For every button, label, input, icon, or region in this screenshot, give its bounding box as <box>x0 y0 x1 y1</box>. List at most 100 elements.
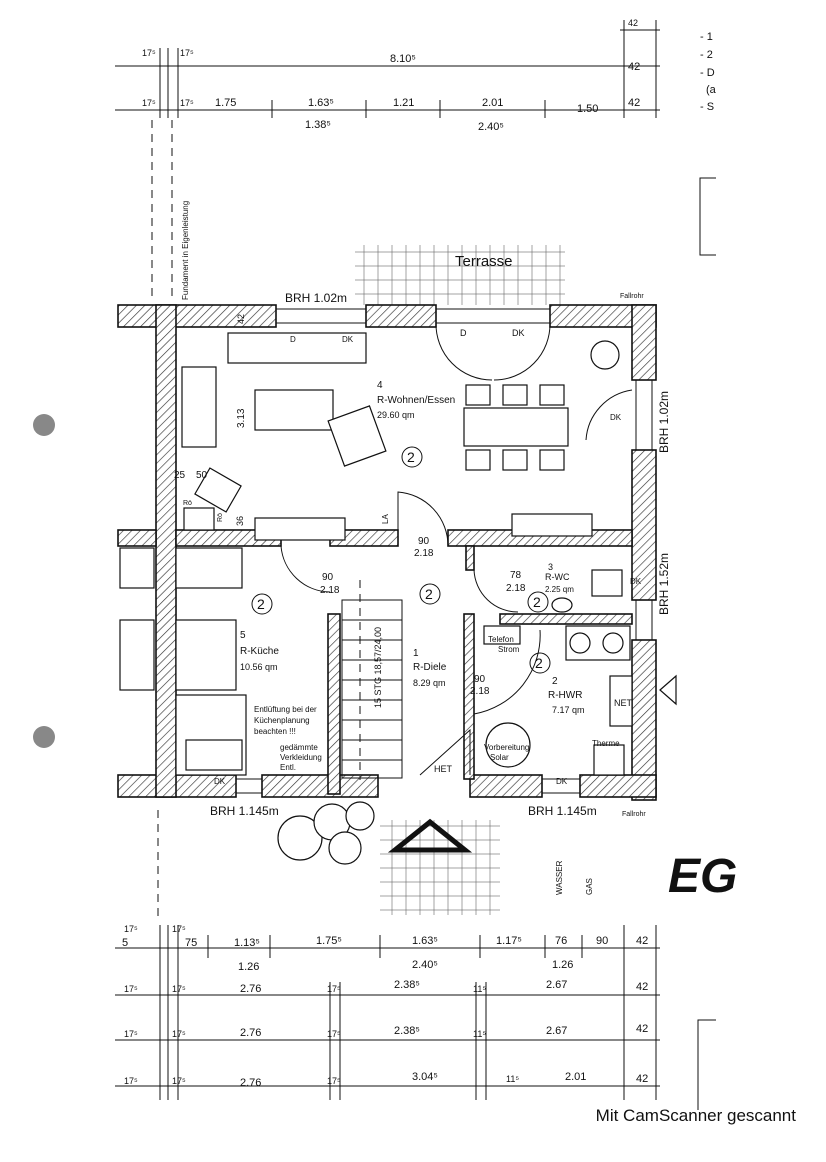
svg-text:76: 76 <box>555 935 567 947</box>
room-num-wc: 3 <box>548 562 553 572</box>
svg-text:Solar: Solar <box>490 753 509 762</box>
room-labels: 4 R-Wohnen/Essen 29.60 qm 2 5 R-Küche 10… <box>240 380 585 715</box>
svg-text:beachten !!!: beachten !!! <box>254 727 296 736</box>
svg-text:2.18: 2.18 <box>506 583 526 594</box>
svg-text:2.76: 2.76 <box>240 1027 261 1039</box>
svg-text:D: D <box>460 328 467 338</box>
svg-text:17⁵: 17⁵ <box>172 1029 186 1039</box>
svg-text:1.75⁵: 1.75⁵ <box>316 935 342 947</box>
svg-text:25: 25 <box>174 470 186 481</box>
room-area-wc: 2.25 qm <box>545 585 574 594</box>
bottom-dimensions: 17⁵ 5 17⁵ 75 1.13⁵ 1.75⁵ 1.63⁵ 1.17⁵ 76 … <box>115 924 660 1100</box>
dim-text: 1.21 <box>393 97 414 109</box>
svg-text:2.18: 2.18 <box>320 585 340 596</box>
kitchen-furniture <box>119 547 247 776</box>
svg-text:BRH 1.52m: BRH 1.52m <box>657 553 671 615</box>
svg-text:17⁵: 17⁵ <box>124 1029 138 1039</box>
svg-text:1.13⁵: 1.13⁵ <box>234 937 260 949</box>
svg-text:1.26: 1.26 <box>552 959 573 971</box>
dim-text: 17⁵ <box>142 48 156 58</box>
dim-text: 2.01 <box>482 97 503 109</box>
svg-text:17⁵: 17⁵ <box>172 924 186 934</box>
svg-text:11⁵: 11⁵ <box>506 1074 519 1084</box>
svg-text:DK: DK <box>342 335 354 344</box>
svg-text:2.67: 2.67 <box>546 1025 567 1037</box>
room-marker: 2 <box>535 655 543 671</box>
svg-text:2.18: 2.18 <box>470 686 490 697</box>
svg-text:2.01: 2.01 <box>565 1071 586 1083</box>
svg-text:Entl.: Entl. <box>280 763 296 772</box>
svg-text:Fallrohr: Fallrohr <box>620 293 644 300</box>
svg-text:17⁵: 17⁵ <box>327 1076 341 1086</box>
svg-text:17⁵: 17⁵ <box>172 1076 186 1086</box>
svg-text:DK: DK <box>630 577 642 586</box>
dim-text: 42 <box>628 61 640 73</box>
scanner-watermark: Mit CamScanner gescannt <box>595 1106 796 1125</box>
svg-text:2.40⁵: 2.40⁵ <box>412 959 438 971</box>
svg-text:17⁵: 17⁵ <box>124 984 138 994</box>
svg-text:Strom: Strom <box>498 645 520 654</box>
svg-text:78: 78 <box>510 570 522 581</box>
svg-text:17⁵: 17⁵ <box>124 924 138 934</box>
hwr-appliances <box>483 569 633 776</box>
room-name-diele: R-Diele <box>413 662 447 673</box>
dim-text: 8.10⁵ <box>390 53 416 65</box>
dim-text: 17⁵ <box>180 98 194 108</box>
svg-text:15 STG 18,57/24,00: 15 STG 18,57/24,00 <box>373 627 383 708</box>
svg-text:BRH 1.145m: BRH 1.145m <box>528 804 597 818</box>
svg-text:90: 90 <box>418 536 430 547</box>
svg-text:Vorbereitung: Vorbereitung <box>484 743 529 752</box>
svg-text:75: 75 <box>185 937 197 949</box>
svg-text:50: 50 <box>196 470 208 481</box>
svg-text:5: 5 <box>122 937 128 949</box>
svg-text:BRH 1.02m: BRH 1.02m <box>657 391 671 453</box>
svg-text:1.26: 1.26 <box>238 961 259 973</box>
svg-text:gedämmte: gedämmte <box>280 743 318 752</box>
room-name-wohnen: R-Wohnen/Essen <box>377 395 455 406</box>
room-area-hwr: 7.17 qm <box>552 705 585 715</box>
svg-text:Telefon: Telefon <box>488 635 514 644</box>
svg-text:36: 36 <box>235 516 245 526</box>
svg-text:2.18: 2.18 <box>414 548 434 559</box>
svg-text:Rö: Rö <box>217 513 224 522</box>
plan-annotations: BRH 1.02m BRH 1.02m BRH 1.52m BRH 1.145m… <box>174 291 671 895</box>
room-name-kueche: R-Küche <box>240 646 279 657</box>
svg-text:Verkleidung: Verkleidung <box>280 753 322 762</box>
room-marker: 2 <box>257 596 265 612</box>
svg-text:Rö: Rö <box>183 500 192 507</box>
doors <box>280 322 633 776</box>
svg-text:(a: (a <box>706 84 717 96</box>
room-num-kueche: 5 <box>240 630 246 641</box>
svg-text:90: 90 <box>596 935 608 947</box>
svg-text:Fallrohr: Fallrohr <box>622 811 646 818</box>
svg-text:DK: DK <box>556 777 568 786</box>
svg-text:BRH 1.145m: BRH 1.145m <box>210 804 279 818</box>
room-marker: 2 <box>407 449 415 465</box>
svg-text:LA: LA <box>381 514 390 524</box>
room-name-wc: R-WC <box>545 572 570 582</box>
punch-hole-bottom <box>33 726 55 748</box>
svg-text:1.63⁵: 1.63⁵ <box>412 935 438 947</box>
svg-text:2.76: 2.76 <box>240 983 261 995</box>
dim-text: 1.38⁵ <box>305 119 331 131</box>
room-num-diele: 1 <box>413 648 419 659</box>
svg-text:DK: DK <box>610 413 622 422</box>
svg-text:3.04⁵: 3.04⁵ <box>412 1071 438 1083</box>
svg-text:1.17⁵: 1.17⁵ <box>496 935 522 947</box>
floor-label: EG <box>668 850 737 903</box>
svg-text:Therme: Therme <box>592 739 620 748</box>
top-dimensions: 17⁵ 17⁵ 8.10⁵ 42 42 17⁵ 17⁵ 1.75 1.63⁵ 1… <box>115 18 660 133</box>
staircase <box>341 580 403 780</box>
dim-text: 42 <box>628 18 638 28</box>
dim-text: 1.75 <box>215 97 236 109</box>
svg-text:2.38⁵: 2.38⁵ <box>394 1025 420 1037</box>
svg-text:17⁵: 17⁵ <box>327 1029 341 1039</box>
svg-text:- 1: - 1 <box>700 31 713 43</box>
svg-text:17⁵: 17⁵ <box>327 984 341 994</box>
svg-text:- S: - S <box>700 101 714 113</box>
room-num-hwr: 2 <box>552 676 558 687</box>
svg-text:Küchenplanung: Küchenplanung <box>254 716 310 725</box>
windows <box>235 308 653 794</box>
terrace-label: Terrasse <box>455 253 513 270</box>
